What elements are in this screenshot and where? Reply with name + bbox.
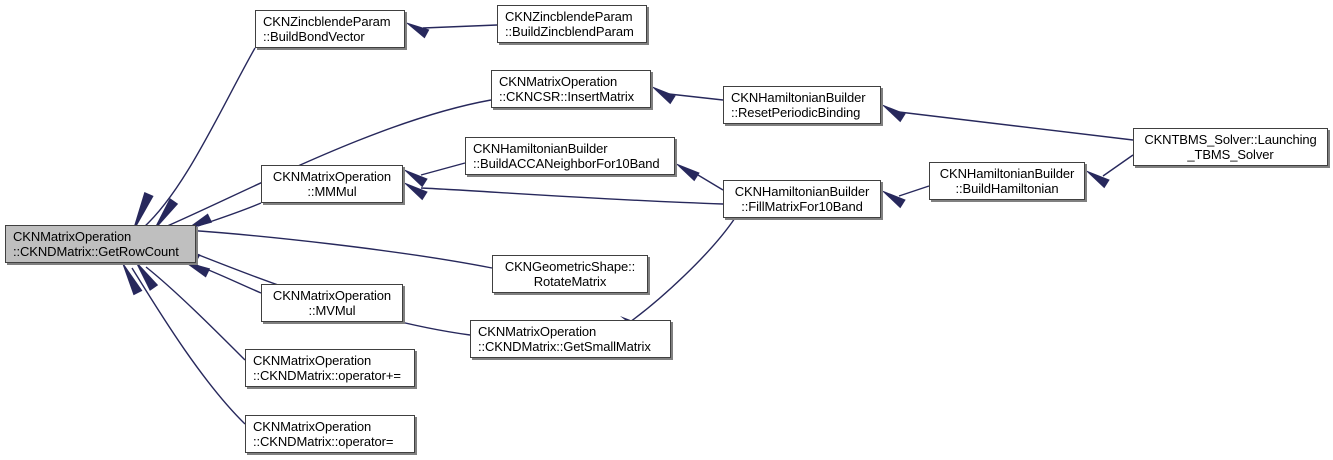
graph-edge-fillmatrix-to-mmmul: [420, 187, 724, 205]
graph-edge-rotatematrix-to-getrowcount: [184, 229, 493, 269]
node-label-line2: ::ResetPeriodicBinding: [731, 105, 861, 120]
node-label-line1: CKNMatrixOperation: [478, 324, 597, 339]
graph-node-buildzincblendparam[interactable]: CKNZincblendeParam::BuildZincblendParam: [497, 5, 647, 43]
node-label-line1: CKNHamiltonianBuilder: [939, 166, 1075, 181]
node-label-line2: ::CKNDMatrix::GetSmallMatrix: [478, 339, 651, 354]
graph-edge-launchingtbms-to-buildhamiltonian: [1102, 154, 1134, 177]
graph-edge-launchingtbms-to-resetperiodicbinding: [898, 111, 1134, 141]
node-label-line1: CKNMatrixOperation: [253, 419, 372, 434]
graph-edge-buildzincblendparam-to-buildbondvector: [422, 24, 498, 29]
graph-edge-mvmul-to-getrowcount: [195, 264, 262, 294]
node-label-line1: CKNMatrixOperation: [272, 169, 392, 184]
node-label-line2: _TBMS_Solver: [1187, 147, 1274, 162]
graph-node-insertmatrix[interactable]: CKNMatrixOperation::CKNCSR::InsertMatrix: [491, 70, 651, 108]
graph-node-mvmul[interactable]: CKNMatrixOperation::MVMul: [261, 284, 403, 322]
node-label-line2: ::BuildACCANeighborFor10Band: [473, 156, 660, 171]
graph-edge-mmmul-to-getrowcount: [197, 202, 262, 227]
arrowhead-buildaccaneighbor-to-mmmul: [403, 169, 428, 188]
graph-node-rotatematrix[interactable]: CKNGeometricShape::RotateMatrix: [492, 255, 648, 293]
arrowhead-resetperiodicbinding-to-insertmatrix: [651, 86, 676, 105]
graph-node-buildbondvector[interactable]: CKNZincblendeParam::BuildBondVector: [255, 10, 405, 48]
arrowhead-fillmatrix-to-mmmul: [403, 182, 428, 201]
node-label-line1: CKNHamiltonianBuilder: [731, 90, 866, 105]
node-label-line1: CKNMatrixOperation: [253, 353, 372, 368]
node-label-line1: CKNMatrixOperation: [499, 74, 618, 89]
graph-edge-operatoreq-to-getrowcount: [131, 267, 246, 425]
graph-edge-buildaccaneighbor-to-mmmul: [420, 162, 466, 176]
arrowhead-mvmul-to-getrowcount: [183, 261, 211, 278]
node-label-line1: CKNTBMS_Solver::Launching: [1144, 132, 1317, 147]
graph-node-mmmul[interactable]: CKNMatrixOperation::MMMul: [261, 165, 403, 203]
node-label-line1: CKNMatrixOperation: [13, 229, 132, 244]
arrowhead-buildzincblendparam-to-buildbondvector: [405, 22, 430, 39]
node-label-line2: ::BuildBondVector: [263, 29, 365, 44]
graph-edge-insertmatrix-to-getrowcount: [164, 99, 492, 228]
node-label-line1: CKNZincblendeParam: [505, 9, 633, 24]
graph-node-buildaccaneighbor[interactable]: CKNHamiltonianBuilder::BuildACCANeighbor…: [465, 137, 675, 175]
node-label-line2: ::BuildHamiltonian: [955, 181, 1059, 196]
node-label-line2: ::BuildZincblendParam: [505, 24, 634, 39]
node-label-line2: ::FillMatrixFor10Band: [741, 199, 863, 214]
graph-node-launchingtbms[interactable]: CKNTBMS_Solver::Launching_TBMS_Solver: [1133, 128, 1328, 166]
graph-edge-resetperiodicbinding-to-insertmatrix: [668, 93, 724, 101]
graph-node-operatorpluseq[interactable]: CKNMatrixOperation::CKNDMatrix::operator…: [245, 349, 415, 387]
node-label-line1: CKNGeometricShape::: [504, 259, 636, 274]
arrowhead-launchingtbms-to-resetperiodicbinding: [881, 104, 906, 123]
node-label-line2: ::CKNDMatrix::operator+=: [253, 368, 401, 383]
node-label-line2: ::MMMul: [307, 184, 357, 199]
graph-edge-operatorpluseq-to-getrowcount: [145, 266, 246, 361]
node-label-line2: ::CKNDMatrix::GetRowCount: [13, 244, 179, 259]
graph-edge-buildbondvector-to-getrowcount: [142, 47, 256, 229]
node-label-line1: CKNHamiltonianBuilder: [734, 184, 870, 199]
arrowhead-buildhamiltonian-to-fillmatrix: [881, 190, 906, 209]
graph-edge-buildhamiltonian-to-fillmatrix: [898, 185, 930, 197]
arrowhead-launchingtbms-to-buildhamiltonian: [1085, 170, 1110, 189]
graph-node-getsmallmatrix[interactable]: CKNMatrixOperation::CKNDMatrix::GetSmall…: [470, 320, 671, 358]
node-label-line2: ::CKNDMatrix::operator=: [253, 434, 394, 449]
graph-node-getrowcount[interactable]: CKNMatrixOperation::CKNDMatrix::GetRowCo…: [5, 225, 196, 263]
node-label-line2: RotateMatrix: [533, 274, 607, 289]
arrowhead-operatoreq-to-getrowcount: [121, 260, 143, 296]
node-label-line2: ::CKNCSR::InsertMatrix: [499, 89, 635, 104]
arrowhead-fillmatrix-to-buildaccaneighbor: [675, 163, 700, 182]
graph-node-resetperiodicbinding[interactable]: CKNHamiltonianBuilder::ResetPeriodicBind…: [723, 86, 881, 124]
graph-edge-fillmatrix-to-buildaccaneighbor: [692, 171, 724, 191]
node-label-line1: CKNZincblendeParam: [263, 14, 391, 29]
node-label-line1: CKNMatrixOperation: [272, 288, 392, 303]
node-label-line1: CKNHamiltonianBuilder: [473, 141, 608, 156]
node-label-line2: ::MVMul: [308, 303, 356, 318]
graph-node-buildhamiltonian[interactable]: CKNHamiltonianBuilder::BuildHamiltonian: [929, 162, 1085, 200]
graph-node-operatoreq[interactable]: CKNMatrixOperation::CKNDMatrix::operator…: [245, 415, 415, 453]
arrowhead-operatorpluseq-to-getrowcount: [134, 259, 159, 291]
graph-node-fillmatrix[interactable]: CKNHamiltonianBuilder::FillMatrixFor10Ba…: [723, 180, 881, 218]
